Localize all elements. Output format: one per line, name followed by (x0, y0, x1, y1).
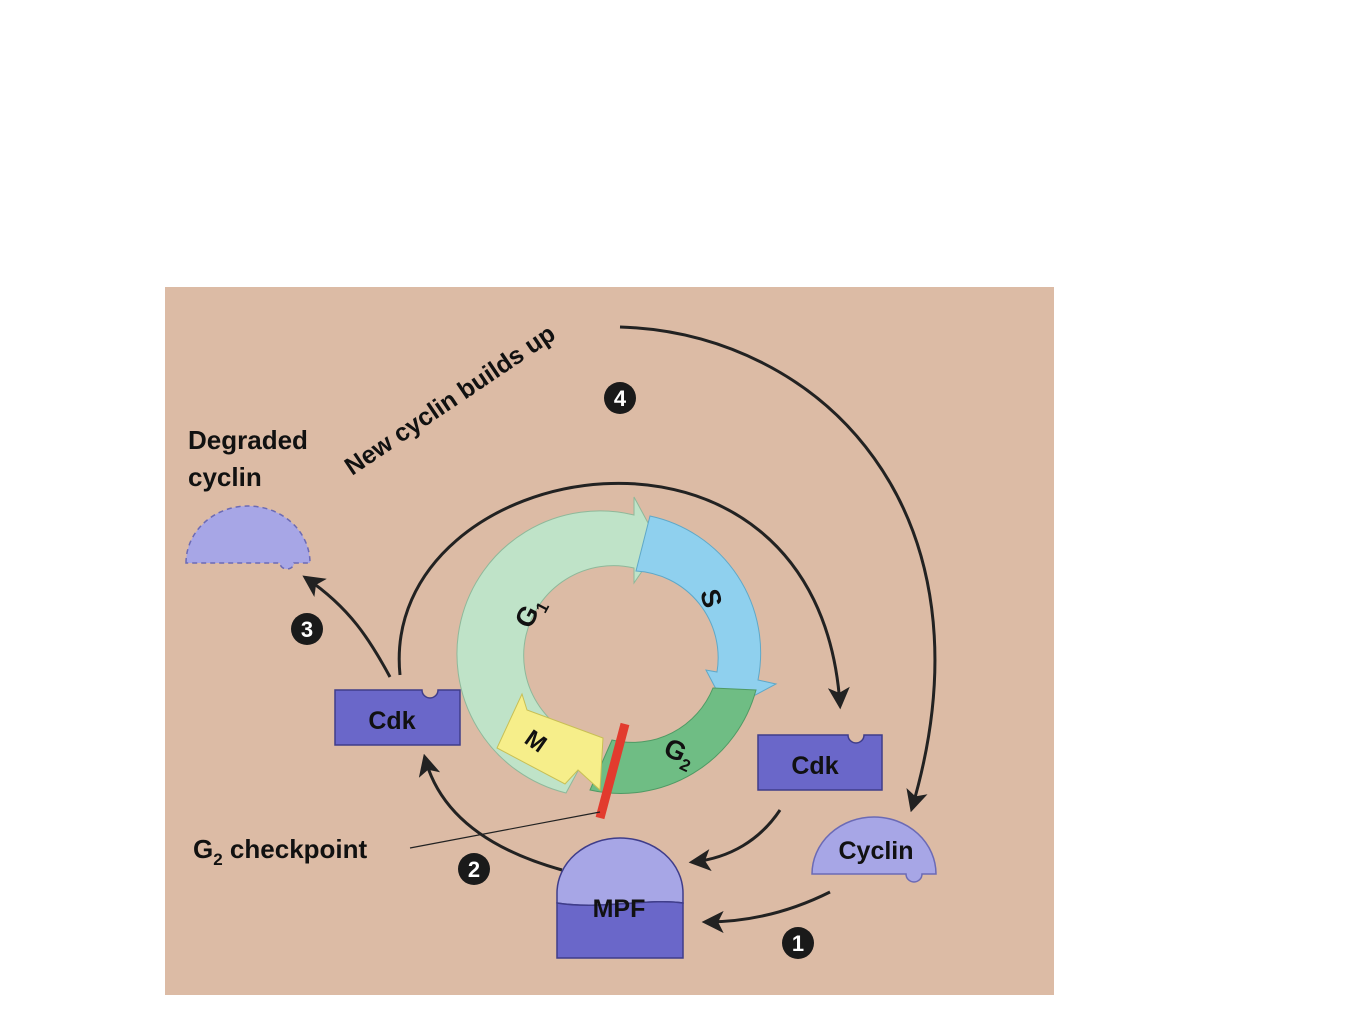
step-2-label: 2 (468, 857, 480, 882)
arrow-cdk-to-mpf (688, 809, 782, 872)
cell-cycle-ring: G1 S G2 M (456, 496, 778, 820)
step-4-marker (604, 382, 636, 414)
m-phase-arrow (496, 692, 604, 792)
g2-checkpoint-pointer (409, 811, 601, 849)
cdk-right-shape (757, 734, 883, 791)
cyclin-label: Cyclin (838, 837, 913, 865)
arrow-new-cyclin (619, 325, 937, 813)
cdk-right-label: Cdk (791, 752, 838, 780)
g1-phase-arc (456, 496, 661, 794)
cdk-left-shape (334, 689, 461, 746)
arrow-step-1 (701, 890, 831, 933)
degraded-cyclin-label-line1: Degraded (188, 425, 308, 455)
g2-checkpoint-label: G2 checkpoint (193, 834, 368, 869)
arrow-step-4 (397, 481, 850, 710)
step-3-label: 3 (301, 617, 313, 642)
step-1-marker (782, 927, 814, 959)
step-1-label: 1 (792, 931, 804, 956)
arrow-step-3 (302, 575, 392, 678)
step-4-label: 4 (614, 386, 627, 411)
cyclin-shape (811, 816, 937, 883)
g2-checkpoint-bar (595, 722, 630, 820)
s-phase-arc (635, 515, 778, 711)
mpf-cdk-part (556, 901, 684, 959)
cdk-left-label: Cdk (368, 707, 415, 735)
step-markers: 1 2 3 4 (291, 382, 814, 959)
degraded-cyclin-shape (185, 505, 311, 570)
step-3-marker (291, 613, 323, 645)
arrow-step-2 (418, 753, 563, 872)
g2-phase-arc (589, 687, 757, 794)
degraded-cyclin-label-line2: cyclin (188, 462, 262, 492)
flow-arrows (302, 325, 937, 933)
mpf-complex: MPF (556, 837, 684, 959)
step-2-marker (458, 853, 490, 885)
mpf-label: MPF (593, 895, 646, 923)
